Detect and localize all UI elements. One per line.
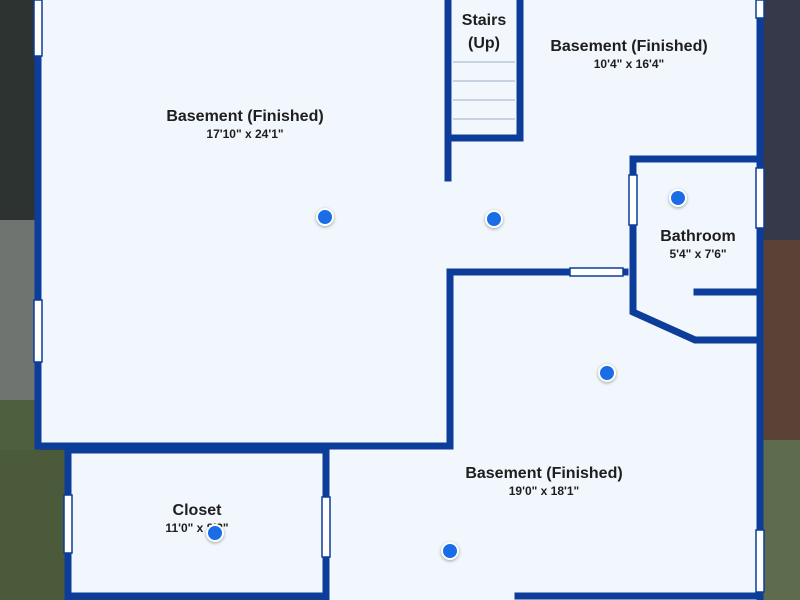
- door-bathroom-bottom: [569, 267, 624, 277]
- walls: [34, 0, 764, 600]
- window-bathroom-right: [755, 167, 765, 229]
- room-dimensions: 10'4" x 16'4": [593, 57, 665, 71]
- floors: [38, 0, 760, 600]
- windows-and-doors: [33, 0, 765, 593]
- viewpoint-hallway[interactable]: [485, 210, 503, 228]
- room-name: Closet: [172, 502, 222, 519]
- room-label-basement-bottom-right: Basement (Finished) 19'0" x 18'1": [465, 464, 622, 498]
- viewpoint-basement-left[interactable]: [316, 208, 334, 226]
- viewpoint-basement-bottom-right[interactable]: [598, 364, 616, 382]
- stair-treads: [453, 61, 515, 120]
- viewpoint-basement-bottom-center[interactable]: [441, 542, 459, 560]
- floor-closet: [68, 450, 325, 595]
- window-right-bottom: [755, 529, 765, 593]
- window-closet-right: [321, 496, 331, 558]
- window-left-top: [33, 0, 43, 57]
- room-label-bathroom: Bathroom 5'4" x 7'6": [660, 227, 736, 261]
- room-name: Basement (Finished): [550, 38, 708, 55]
- room-name: Basement (Finished): [465, 465, 623, 482]
- room-dimensions: 17'10" x 24'1": [206, 127, 284, 141]
- room-label-basement-left: Basement (Finished) 17'10" x 24'1": [166, 107, 323, 141]
- room-label-stairs: Stairs (Up): [462, 9, 506, 55]
- window-right-top: [755, 0, 765, 19]
- window-left-bottom: [33, 299, 43, 363]
- room-dimensions: 5'4" x 7'6": [669, 247, 727, 261]
- door-bathroom-left: [628, 174, 638, 226]
- floor-basement-top-right: [518, 0, 760, 272]
- room-name: Bathroom: [660, 228, 736, 245]
- room-name-secondary: (Up): [468, 35, 500, 52]
- floor-basement-left: [38, 0, 450, 446]
- room-name: Basement (Finished): [166, 108, 324, 125]
- room-name: Stairs: [461, 12, 507, 29]
- viewpoint-closet[interactable]: [206, 524, 224, 542]
- viewpoint-bathroom[interactable]: [669, 189, 687, 207]
- floor-basement-bottom-right: [448, 270, 760, 600]
- room-label-basement-top-right: Basement (Finished) 10'4" x 16'4": [550, 37, 707, 71]
- window-closet-left: [63, 494, 73, 554]
- floor-bottom-center: [323, 444, 453, 600]
- room-dimensions: 19'0" x 18'1": [508, 484, 580, 498]
